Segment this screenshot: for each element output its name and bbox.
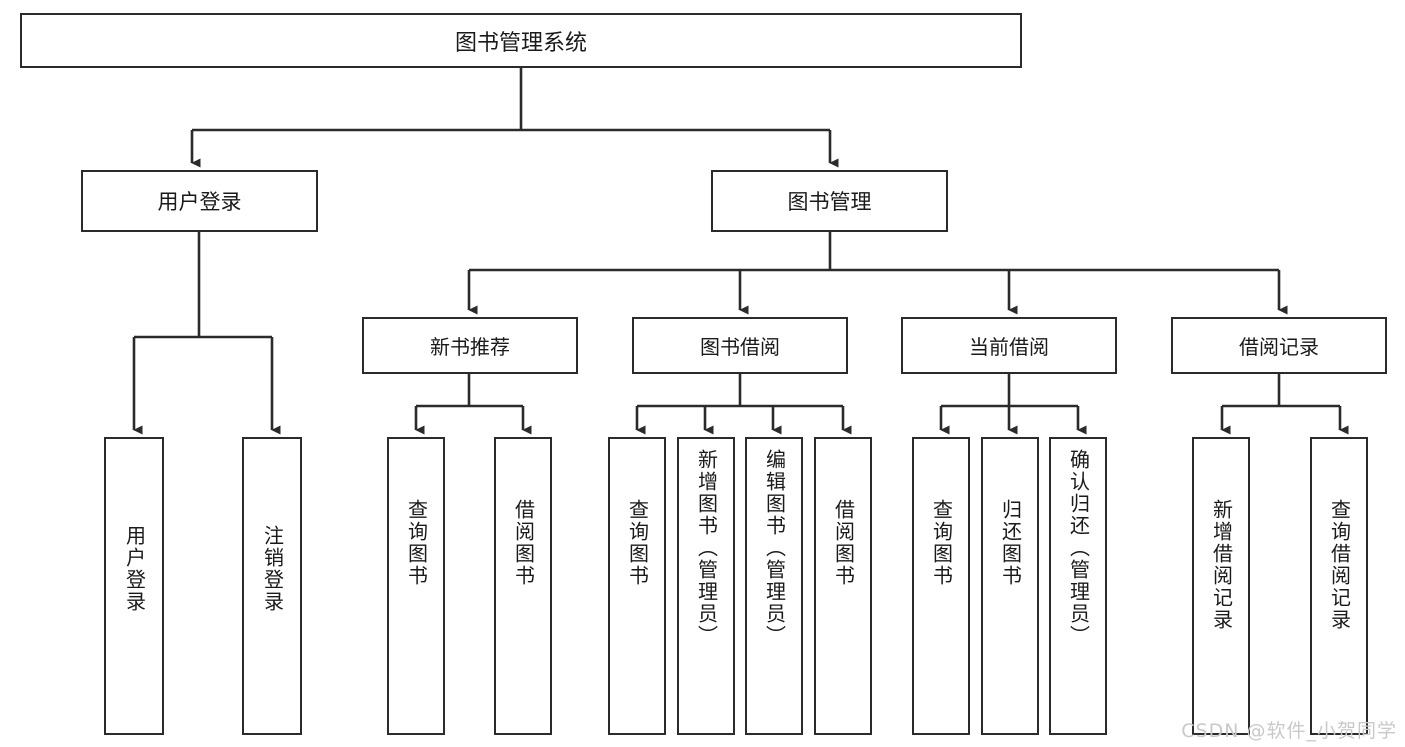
leaf-query-book-2[interactable]: 查询图书: [608, 437, 666, 735]
node-root-label: 图书管理系统: [454, 30, 587, 56]
node-root[interactable]: 图书管理系统: [20, 13, 1022, 68]
leaf-add-book[interactable]: 新增图书（管理员）: [677, 437, 735, 735]
node-current-borrow[interactable]: 当前借阅: [901, 317, 1117, 374]
leaf-logout[interactable]: 注销登录: [242, 437, 302, 735]
node-current-borrow-label: 当前借阅: [969, 335, 1049, 359]
node-book-borrow-label: 图书借阅: [700, 335, 780, 359]
leaf-user-login[interactable]: 用户登录: [104, 437, 164, 735]
leaf-add-record-label: 新增借阅记录: [1209, 499, 1234, 631]
leaf-query-book-1-label: 查询图书: [404, 499, 429, 587]
leaf-query-book-3[interactable]: 查询图书: [912, 437, 970, 735]
leaf-logout-label: 注销登录: [260, 525, 285, 613]
node-borrow-record[interactable]: 借阅记录: [1171, 317, 1387, 374]
node-user-login-label: 用户登录: [157, 190, 242, 214]
node-user-login[interactable]: 用户登录: [81, 170, 318, 232]
leaf-borrow-book-2-label: 借阅图书: [831, 499, 856, 587]
leaf-borrow-book-1[interactable]: 借阅图书: [494, 437, 552, 735]
leaf-add-book-label: 新增图书（管理员）: [694, 449, 719, 647]
node-book-borrow[interactable]: 图书借阅: [632, 317, 848, 374]
leaf-confirm-return[interactable]: 确认归还（管理员）: [1049, 437, 1107, 735]
leaf-query-book-3-label: 查询图书: [929, 499, 954, 587]
leaf-edit-book[interactable]: 编辑图书（管理员）: [745, 437, 803, 735]
node-new-book-rec-label: 新书推荐: [430, 335, 510, 359]
node-new-book-rec[interactable]: 新书推荐: [362, 317, 578, 374]
node-book-manage-label: 图书管理: [787, 190, 872, 214]
leaf-borrow-book-2[interactable]: 借阅图书: [814, 437, 872, 735]
leaf-query-book-1[interactable]: 查询图书: [387, 437, 445, 735]
leaf-query-book-2-label: 查询图书: [625, 499, 650, 587]
leaf-confirm-return-label: 确认归还（管理员）: [1066, 449, 1091, 647]
leaf-edit-book-label: 编辑图书（管理员）: [762, 449, 787, 647]
leaf-user-login-label: 用户登录: [122, 525, 147, 613]
leaf-borrow-book-1-label: 借阅图书: [511, 499, 536, 587]
leaf-return-book-label: 归还图书: [998, 499, 1023, 587]
leaf-return-book[interactable]: 归还图书: [981, 437, 1039, 735]
leaf-query-record-label: 查询借阅记录: [1327, 499, 1352, 631]
leaf-add-record[interactable]: 新增借阅记录: [1192, 437, 1250, 735]
leaf-query-record[interactable]: 查询借阅记录: [1310, 437, 1368, 735]
node-book-manage[interactable]: 图书管理: [711, 170, 948, 232]
node-borrow-record-label: 借阅记录: [1239, 335, 1319, 359]
csdn-watermark: CSDN @软件_小贺同学: [1181, 720, 1397, 742]
